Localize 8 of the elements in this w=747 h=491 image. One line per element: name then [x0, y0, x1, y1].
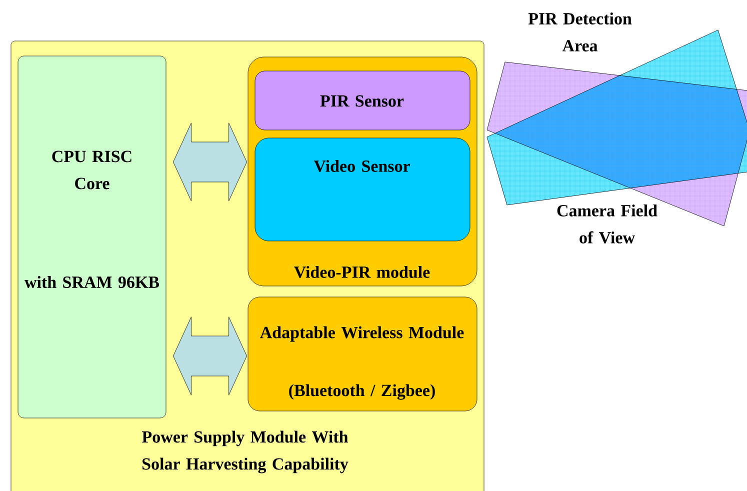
area-label: PIR Detection Area — [528, 12, 632, 52]
module-box: Adaptable Wireless Module (Bluetooth / Zigbee) — [248, 296, 478, 412]
sensor-box: Video Sensor — [254, 138, 470, 242]
sensor-box: PIR Sensor — [254, 70, 470, 130]
processor-box: CPU RISC Core with SRAM 96KB — [18, 56, 166, 418]
double-arrow — [173, 316, 247, 396]
area-label: Camera Field of View — [557, 204, 658, 244]
double-arrow — [173, 122, 247, 202]
